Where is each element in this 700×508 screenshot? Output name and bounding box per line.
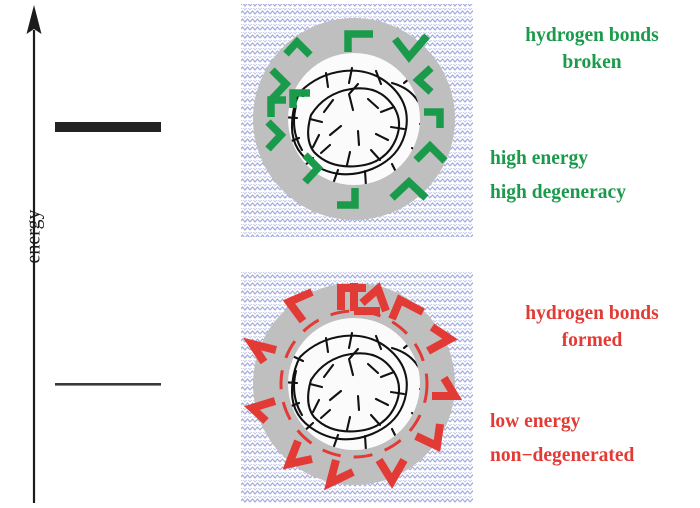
energy-level-low — [55, 383, 161, 386]
label-bonds-formed: hydrogen bonds formed — [486, 300, 698, 354]
label-high-energy-block: high energy high degeneracy — [490, 142, 700, 210]
label-high-degeneracy: high degeneracy — [490, 182, 626, 203]
label-bonds-broken-line2: broken — [562, 52, 622, 73]
label-bonds-broken: hydrogen bonds broken — [486, 22, 698, 76]
energy-axis-label: energy — [22, 209, 45, 264]
label-bonds-formed-line1: hydrogen bonds — [525, 303, 659, 324]
formed-bond-markers — [242, 282, 463, 491]
energy-axis — [26, 5, 42, 503]
label-bonds-broken-line1: hydrogen bonds — [525, 25, 659, 46]
broken-bond-markers — [265, 30, 448, 209]
label-non-degenerated: non−degenerated — [490, 445, 635, 466]
hydrogen-bond-ring — [279, 309, 429, 459]
panel-formed — [241, 272, 473, 503]
panel-broken — [241, 4, 473, 237]
energy-level-high — [55, 122, 161, 132]
core-formed — [288, 318, 420, 450]
label-high-energy: high energy — [490, 148, 589, 169]
label-low-energy-block: low energy non−degenerated — [490, 405, 700, 473]
label-low-energy: low energy — [490, 411, 581, 432]
core-broken — [288, 53, 420, 185]
label-bonds-formed-line2: formed — [561, 330, 623, 351]
